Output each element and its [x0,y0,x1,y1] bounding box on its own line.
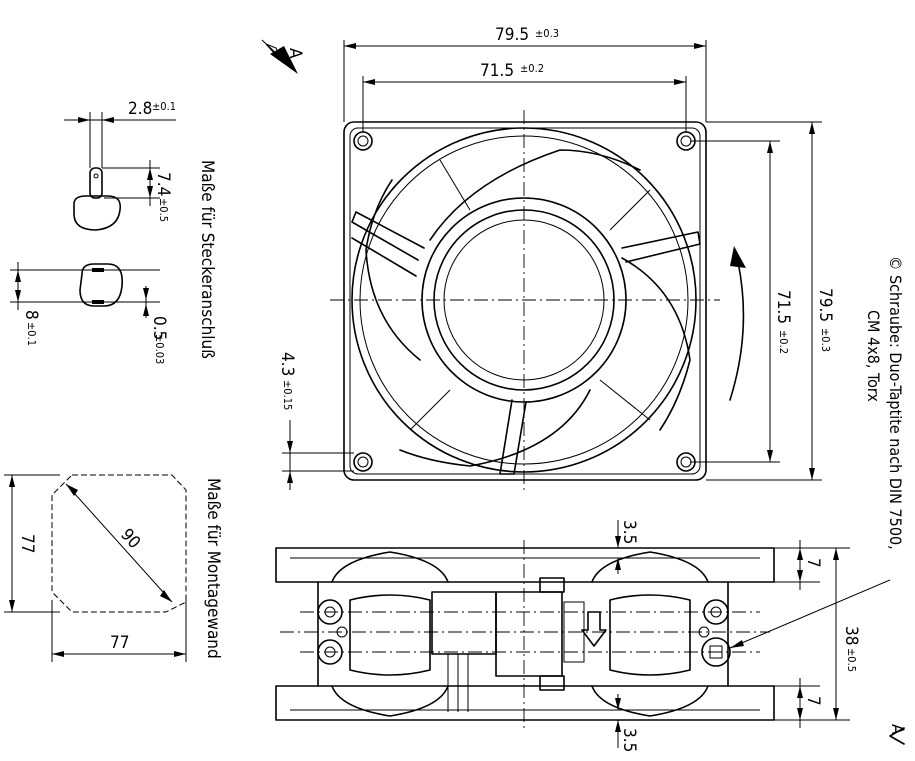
svg-text:7: 7 [803,696,823,706]
dim-side-top: 3.5 [615,520,639,574]
svg-text:±0.1: ±0.1 [25,322,38,346]
svg-text:8: 8 [21,310,41,320]
connector-housing [431,591,497,655]
fan-blades [365,149,691,467]
side-bottom-flange [275,685,775,721]
svg-text:4.3: 4.3 [277,352,297,376]
side-top-flange [275,547,775,583]
dim-right-outer: 79.5 ±0.3 [706,121,835,481]
svg-text:77: 77 [17,534,37,553]
svg-text:90: 90 [116,525,144,553]
section-marker-top: A [261,39,305,74]
dim-right-inner: 71.5 ±0.2 [690,140,793,463]
svg-text:79.5: 79.5 [495,25,529,45]
svg-text:3.5: 3.5 [619,728,639,752]
section-marker-bottom: A [887,724,907,745]
svg-text:7: 7 [803,558,823,568]
airflow-arrow [581,611,607,647]
connector-title: Maße für Steckeranschluß [197,160,217,359]
dim-side-bottom: 3.5 [615,694,639,752]
mount-hole-tl [353,131,373,151]
mount-title: Maße für Montagewand [203,478,223,659]
svg-text:71.5: 71.5 [480,61,514,81]
svg-text:±0.2: ±0.2 [520,62,544,75]
svg-text:±0.15: ±0.15 [281,380,294,410]
svg-text:77: 77 [110,633,129,653]
fan-front-view [330,110,746,490]
mount-hole-bl [353,452,373,472]
screw-note-line1: © Schraube: Duo-Taptite nach DIN 7500, [886,256,905,550]
svg-text:3.5: 3.5 [619,520,639,544]
rotation-arrow [729,261,745,401]
dim-top-inner: 71.5 ±0.2 [362,61,687,132]
svg-text:7.4: 7.4 [153,172,173,196]
svg-text:71.5: 71.5 [773,290,793,324]
dim-top-outer: 79.5 ±0.3 [343,25,707,122]
dim-hole: 4.3 ±0.15 [277,352,354,490]
svg-text:2.8: 2.8 [128,99,152,119]
section-label-top: A [285,48,305,59]
dim-depth: 38 ±0.5 [774,547,861,721]
mounting-cutout: 90 77 77 Maße für Montagewand [4,474,223,662]
svg-text:79.5: 79.5 [815,288,835,322]
svg-text:±0.5: ±0.5 [845,648,858,672]
svg-text:±0.5: ±0.5 [157,198,170,222]
screw-leader [729,579,891,649]
section-label-bottom: A [887,724,907,735]
svg-text:±0.2: ±0.2 [777,330,790,354]
pin-body-top [73,195,122,231]
screw-note-line2: CM 4x8, Torx [864,310,883,402]
cutout-outline [51,474,187,613]
svg-text:±0.1: ±0.1 [152,100,176,113]
mounting-holes [353,131,696,472]
support-struts [351,211,701,475]
svg-text:0.5: 0.5 [149,316,169,340]
pin-body-side [79,263,124,307]
pin-tab [89,167,103,199]
fan-side-view [275,540,775,728]
svg-text:±0.3: ±0.3 [535,27,559,40]
connector-detail: 2.8 ±0.1 7.4 ±0.5 8 ±0.1 0.5 ±0.03 Maße … [10,99,217,364]
svg-text:±0.03: ±0.03 [153,334,166,364]
housing-outline [343,121,707,481]
svg-text:±0.3: ±0.3 [819,328,832,352]
svg-text:38: 38 [841,626,861,645]
